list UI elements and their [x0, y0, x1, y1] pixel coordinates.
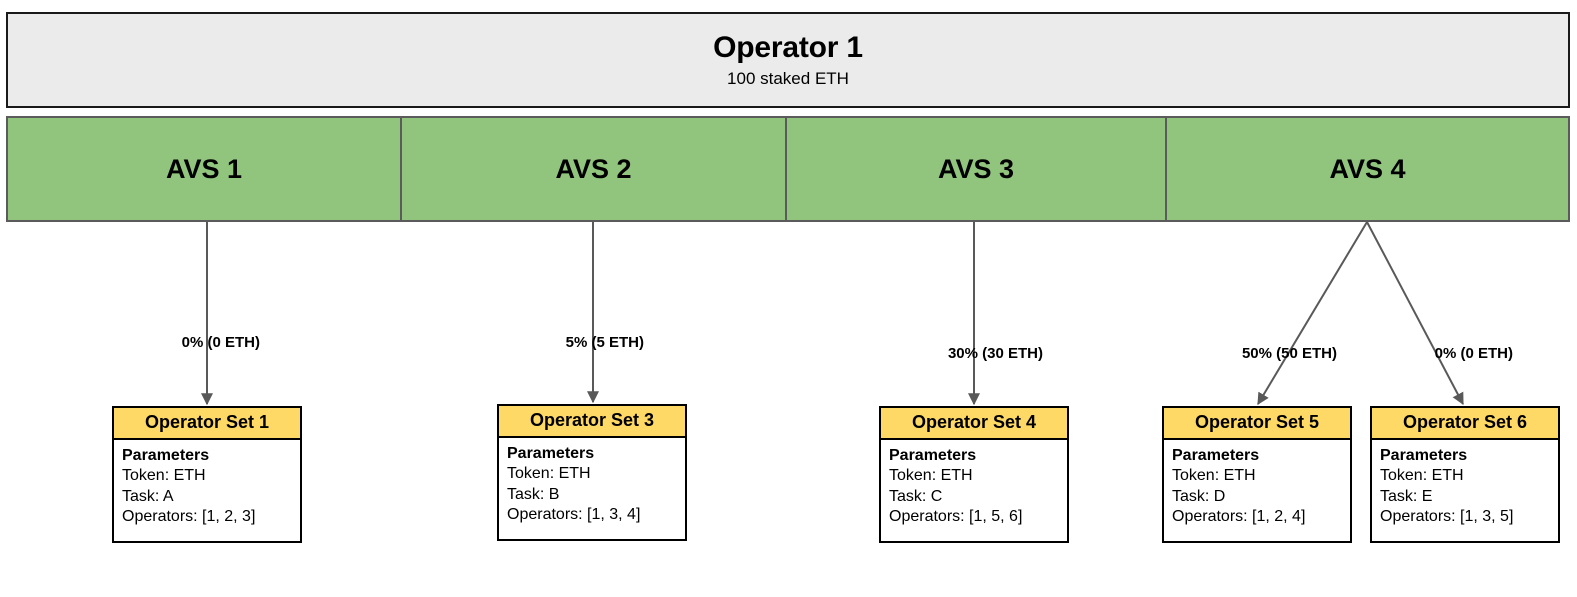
operator-set-title-5: Operator Set 5 — [1164, 408, 1350, 440]
avs-label-2: AVS 2 — [555, 153, 632, 184]
edge-label-avs1-opset1: 0% (0 ETH) — [181, 334, 260, 351]
parameters-heading-6: Parameters — [1380, 446, 1468, 464]
parameter-token-6: Token: ETH — [1380, 467, 1464, 485]
parameters-heading-3: Parameters — [507, 444, 595, 462]
edge-label-avs3-opset4: 30% (30 ETH) — [947, 345, 1043, 362]
operator-set-body-5: Parameters Token: ETH Task: D Operators:… — [1164, 440, 1350, 536]
avs-label-4: AVS 4 — [1329, 153, 1406, 184]
parameter-operators-1: Operators: [1, 2, 3] — [122, 508, 256, 526]
parameter-task-1: Task: A — [122, 487, 174, 505]
operator-set-card-3[interactable]: Operator Set 3 Parameters Token: ETH Tas… — [497, 404, 687, 541]
parameter-operators-3: Operators: [1, 3, 4] — [507, 506, 641, 524]
parameters-heading-1: Parameters — [122, 446, 210, 464]
avs-label-1: AVS 1 — [165, 153, 243, 184]
avs-cell-2[interactable]: AVS 2 — [400, 116, 787, 222]
edge-label-avs4-opset5: 50% (50 ETH) — [1241, 345, 1337, 362]
parameters-heading-4: Parameters — [889, 446, 977, 464]
parameter-token-5: Token: ETH — [1172, 467, 1256, 485]
operator-set-body-1: Parameters Token: ETH Task: A Operators:… — [114, 440, 300, 536]
operator-set-title-1: Operator Set 1 — [114, 408, 300, 440]
parameter-task-4: Task: C — [889, 487, 943, 505]
parameter-task-3: Task: B — [507, 485, 560, 503]
operator-set-body-3: Parameters Token: ETH Task: B Operators:… — [499, 438, 685, 534]
operator-box: Operator 1 100 staked ETH — [6, 12, 1570, 108]
parameter-token-4: Token: ETH — [889, 467, 973, 485]
avs-row: AVS 1 AVS 2 AVS 3 AVS 4 — [6, 116, 1570, 222]
edge-label-avs2-opset3: 5% (5 ETH) — [565, 334, 644, 351]
avs-label-3: AVS 3 — [937, 153, 1015, 184]
operator-set-body-4: Parameters Token: ETH Task: C Operators:… — [881, 440, 1067, 536]
arrow-avs4-opset5 — [1257, 221, 1368, 406]
operator-set-card-5[interactable]: Operator Set 5 Parameters Token: ETH Tas… — [1162, 406, 1352, 543]
avs-cell-1[interactable]: AVS 1 — [6, 116, 402, 222]
edge-label-avs4-opset6: 0% (0 ETH) — [1434, 345, 1513, 362]
parameter-task-6: Task: E — [1380, 487, 1433, 505]
operator-set-title-4: Operator Set 4 — [881, 408, 1067, 440]
arrow-avs4-opset6 — [1366, 221, 1464, 406]
parameters-heading-5: Parameters — [1172, 446, 1260, 464]
operator-set-card-4[interactable]: Operator Set 4 Parameters Token: ETH Tas… — [879, 406, 1069, 543]
avs-cell-3[interactable]: AVS 3 — [785, 116, 1167, 222]
operator-set-card-6[interactable]: Operator Set 6 Parameters Token: ETH Tas… — [1370, 406, 1560, 543]
operator-stake: 100 staked ETH — [727, 68, 849, 88]
avs-cell-4[interactable]: AVS 4 — [1165, 116, 1570, 222]
parameter-operators-6: Operators: [1, 3, 5] — [1380, 508, 1514, 526]
operator-set-body-6: Parameters Token: ETH Task: E Operators:… — [1372, 440, 1558, 536]
operator-set-title-3: Operator Set 3 — [499, 406, 685, 438]
parameter-token-1: Token: ETH — [122, 467, 206, 485]
parameter-token-3: Token: ETH — [507, 465, 591, 483]
parameter-operators-5: Operators: [1, 2, 4] — [1172, 508, 1306, 526]
parameter-task-5: Task: D — [1172, 487, 1226, 505]
operator-set-title-6: Operator Set 6 — [1372, 408, 1558, 440]
operator-set-card-1[interactable]: Operator Set 1 Parameters Token: ETH Tas… — [112, 406, 302, 543]
parameter-operators-4: Operators: [1, 5, 6] — [889, 508, 1023, 526]
operator-title: Operator 1 — [713, 31, 863, 65]
